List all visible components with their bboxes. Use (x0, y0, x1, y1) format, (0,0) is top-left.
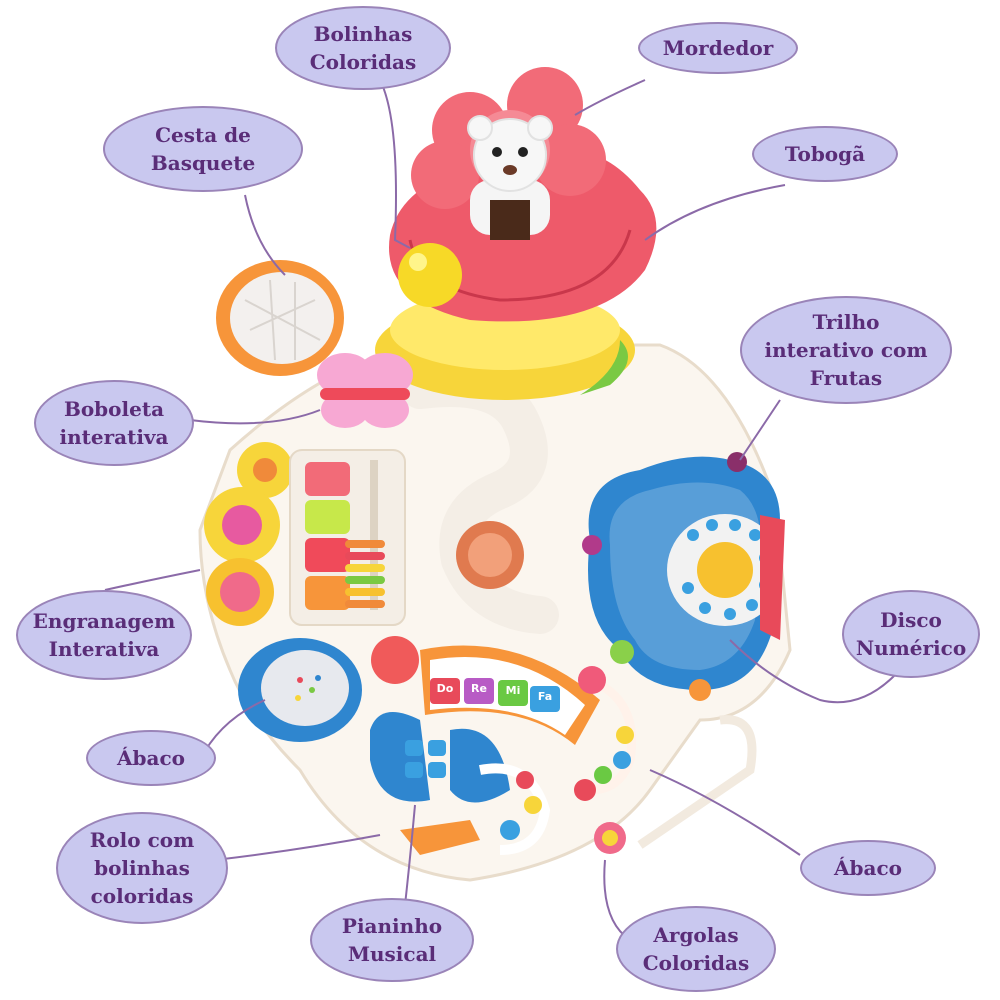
animal-blocks (289, 449, 406, 626)
connector-engranagem (104, 569, 201, 591)
right-abacus-beads (574, 666, 637, 801)
red-sun-button (371, 636, 419, 684)
piano-key-mi: Mi (505, 684, 521, 697)
basketball-hoop (216, 260, 344, 376)
rolling-mirror (238, 638, 362, 742)
connector-abaco-right (649, 769, 801, 856)
connector-pianinho (404, 804, 416, 906)
bead-ring (479, 763, 551, 855)
label-bolinhas-coloridas: Bolinhas Coloridas (275, 6, 451, 90)
stacked-rings (345, 540, 385, 608)
connector-trilho (739, 399, 781, 461)
bear-figure (467, 115, 553, 240)
label-abaco-right: Ábaco (800, 840, 936, 896)
strawberry-fruit (582, 535, 602, 555)
connector-rolo (214, 834, 381, 861)
phone-dial-panel (588, 456, 785, 690)
connector-bolinhas (379, 79, 411, 249)
label-abaco-left: Ábaco (86, 730, 216, 786)
label-trilho-interativo: Trilho interativo com Frutas (740, 296, 952, 404)
label-disco-numerico: Disco Numérico (842, 590, 980, 678)
label-argolas-coloridas: Argolas Coloridas (616, 906, 776, 992)
pull-handle (637, 715, 757, 849)
orange-fruit (689, 679, 711, 701)
yellow-ball (398, 243, 462, 307)
connector-cesta (244, 194, 286, 276)
butterfly-toy (317, 353, 413, 428)
gears (204, 442, 293, 626)
green-fruit (610, 640, 634, 664)
piano-key-fa: Fa (537, 690, 553, 703)
connector-mordedor (574, 79, 646, 116)
label-cesta-de-basquete: Cesta de Basquete (103, 106, 303, 192)
connector-tobogã (644, 184, 786, 241)
label-tobogã: Tobogã (752, 126, 898, 182)
piano-key-do: Do (436, 682, 454, 695)
piano-key-re: Re (471, 682, 487, 695)
label-pianinho-musical: Pianinho Musical (310, 898, 474, 982)
connector-disco (729, 639, 896, 704)
piano (420, 645, 600, 745)
connector-boboleta (189, 409, 321, 425)
carrot (400, 820, 480, 855)
label-mordedor: Mordedor (638, 22, 798, 74)
label-rolo-com-bolinhas: Rolo com bolinhas coloridas (56, 812, 228, 924)
label-engranagem-interativa: Engranagem Interativa (16, 590, 192, 680)
label-boboleta-interativa: Boboleta interativa (34, 380, 194, 466)
